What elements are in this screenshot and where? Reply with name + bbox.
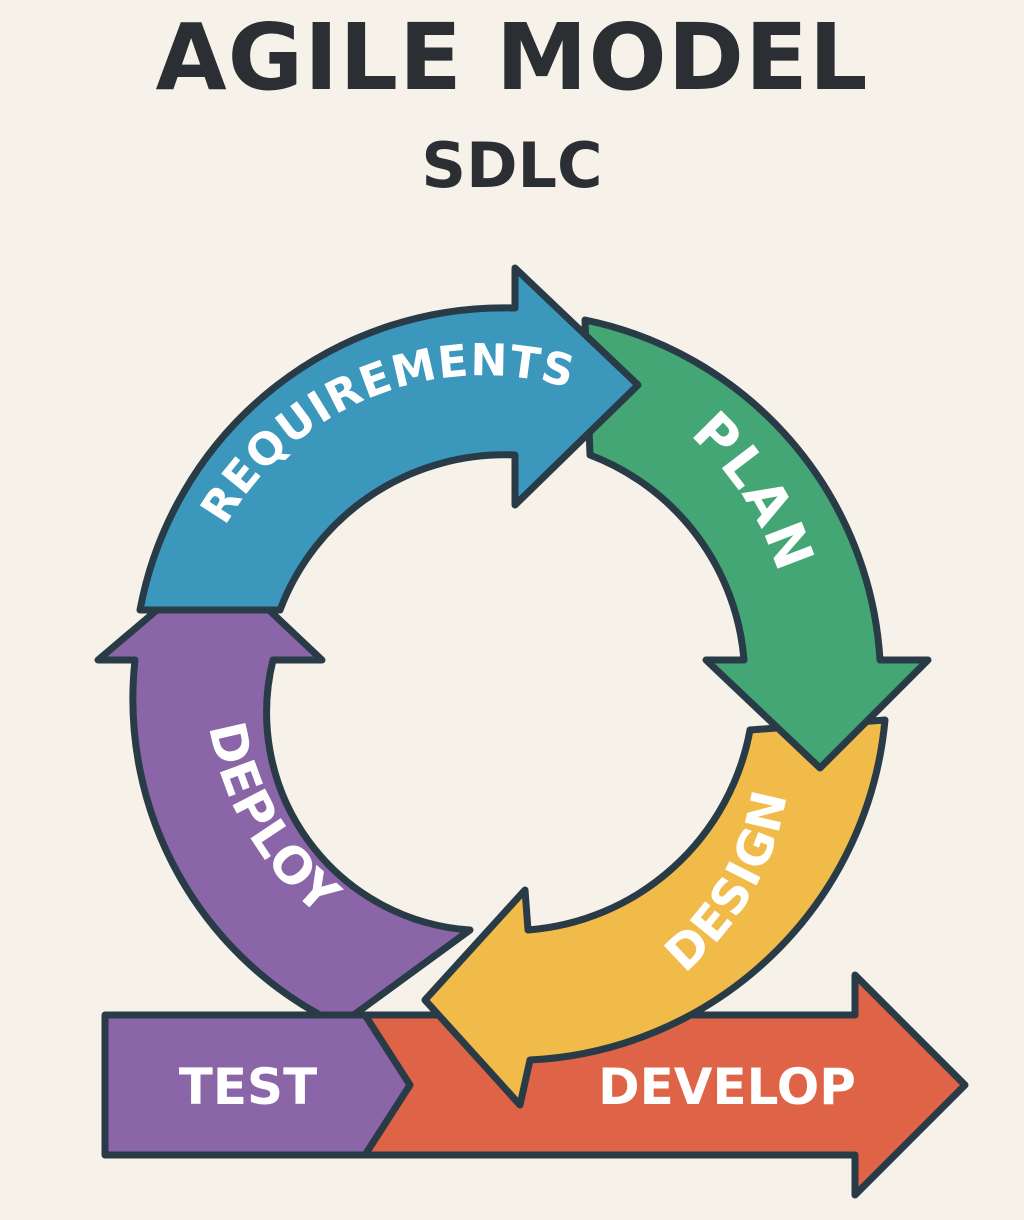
deploy-arrow (94, 556, 474, 1029)
design-arrow (421, 716, 889, 1109)
test-arrow (101, 1011, 414, 1159)
requirements-arrow (136, 264, 642, 614)
plan-arrow (581, 316, 932, 772)
test-label: TEST (179, 1058, 317, 1116)
diagram-subtitle: SDLC (421, 129, 603, 202)
develop-label: DEVELOP (598, 1058, 856, 1116)
diagram-title: AGILE MODEL (155, 4, 869, 111)
